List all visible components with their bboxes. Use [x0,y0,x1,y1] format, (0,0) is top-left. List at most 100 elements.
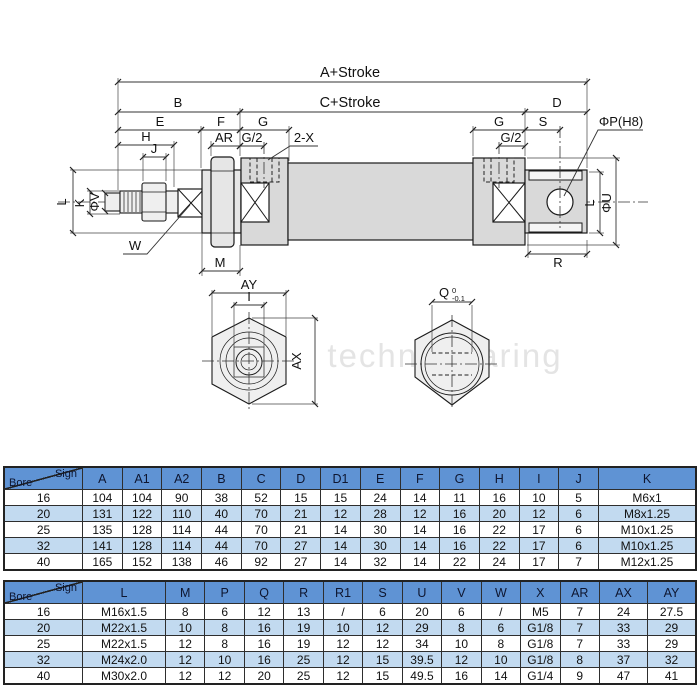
value-cell: 25 [283,667,324,685]
value-cell: 16 [439,521,480,538]
technical-drawing: technobearing [54,65,648,410]
column-header-s: S [362,580,403,604]
value-cell: 30 [359,537,401,554]
value-cell: M16x1.5 [82,603,166,620]
value-cell: 19 [283,619,324,636]
dim-label-ar: AR [215,130,233,145]
value-cell: 46 [201,553,242,571]
value-cell: 14 [320,553,361,571]
value-cell: 10 [518,489,560,506]
dim-label-d: D [552,95,561,110]
value-cell: 131 [82,505,123,522]
value-cell: 8 [204,619,245,636]
value-cell: 15 [362,651,403,668]
value-cell: G1/8 [520,619,561,636]
value-cell: 12 [441,651,482,668]
value-cell: 29 [401,619,443,636]
value-cell: 12 [399,505,441,522]
value-cell: 7 [559,603,601,620]
rod-thread-lines [123,192,141,212]
value-cell: 30 [359,521,401,538]
column-header-v: V [441,580,482,604]
column-header-m: M [164,580,206,604]
dim-label-m: M [215,255,226,270]
value-cell: 27 [280,537,322,554]
value-cell: 114 [161,537,203,554]
value-cell: 17 [518,553,560,571]
value-cell: 10 [480,651,522,668]
dim-label-c-stroke: C+Stroke [320,95,381,111]
column-header-ay: AY [647,580,697,604]
value-cell: 16 [439,505,480,522]
value-cell: 22 [478,521,520,538]
value-cell: 14 [399,489,441,506]
value-cell: 16 [243,635,285,652]
column-header-ar: AR [559,580,601,604]
value-cell: 152 [121,553,163,571]
bore-cell: 20 [3,505,83,522]
column-header-x: X [520,580,561,604]
bore-cell: 16 [3,603,83,620]
value-cell: 12 [164,667,206,685]
value-cell: 7 [559,635,601,652]
value-cell: 114 [161,521,203,538]
value-cell: 15 [280,489,322,506]
value-cell: 7 [558,553,599,571]
value-cell: 12 [362,635,403,652]
main-side-view [58,156,648,248]
value-cell: 27.5 [647,603,697,620]
value-cell: 6 [558,537,599,554]
column-header-a1: A1 [121,466,163,490]
value-cell: 8 [480,635,522,652]
value-cell: 27 [280,553,322,571]
value-cell: 110 [161,505,203,522]
value-cell: 135 [82,521,123,538]
rod-tip [104,192,121,212]
value-cell: 7 [559,619,601,636]
value-cell: 12 [322,635,364,652]
column-header-k: K [598,466,697,490]
column-header-e: E [359,466,401,490]
bore-cell: 40 [3,553,83,571]
dim-label-a-stroke: A+Stroke [320,65,380,81]
column-header-u: U [401,580,443,604]
value-cell: 12 [322,667,364,685]
column-header-q: Q [243,580,285,604]
value-cell: 33 [599,635,648,652]
value-cell: 8 [441,619,482,636]
value-cell: 138 [161,553,203,571]
rear-wrench-flat-box [492,182,526,223]
value-cell: 9 [559,667,601,685]
value-cell: 20 [401,603,443,620]
value-cell: 12 [164,635,206,652]
column-header-r: R [283,580,324,604]
head-port [249,157,280,183]
value-cell: M8x1.25 [598,505,697,522]
value-cell: G1/8 [520,651,561,668]
dim-label-g2-left: G/2 [242,130,263,145]
value-cell: 16 [439,537,480,554]
dim-label-f: F [217,114,225,129]
value-cell: 47 [599,667,648,685]
value-cell: 14 [399,537,441,554]
dim-label-g-left: G [258,114,268,129]
value-cell: 14 [399,553,441,571]
column-header-r1: R1 [322,580,364,604]
value-cell: 141 [82,537,123,554]
column-header-p: P [204,580,245,604]
value-cell: 10 [164,619,206,636]
column-header-a2: A2 [161,466,203,490]
value-cell: 21 [280,505,322,522]
